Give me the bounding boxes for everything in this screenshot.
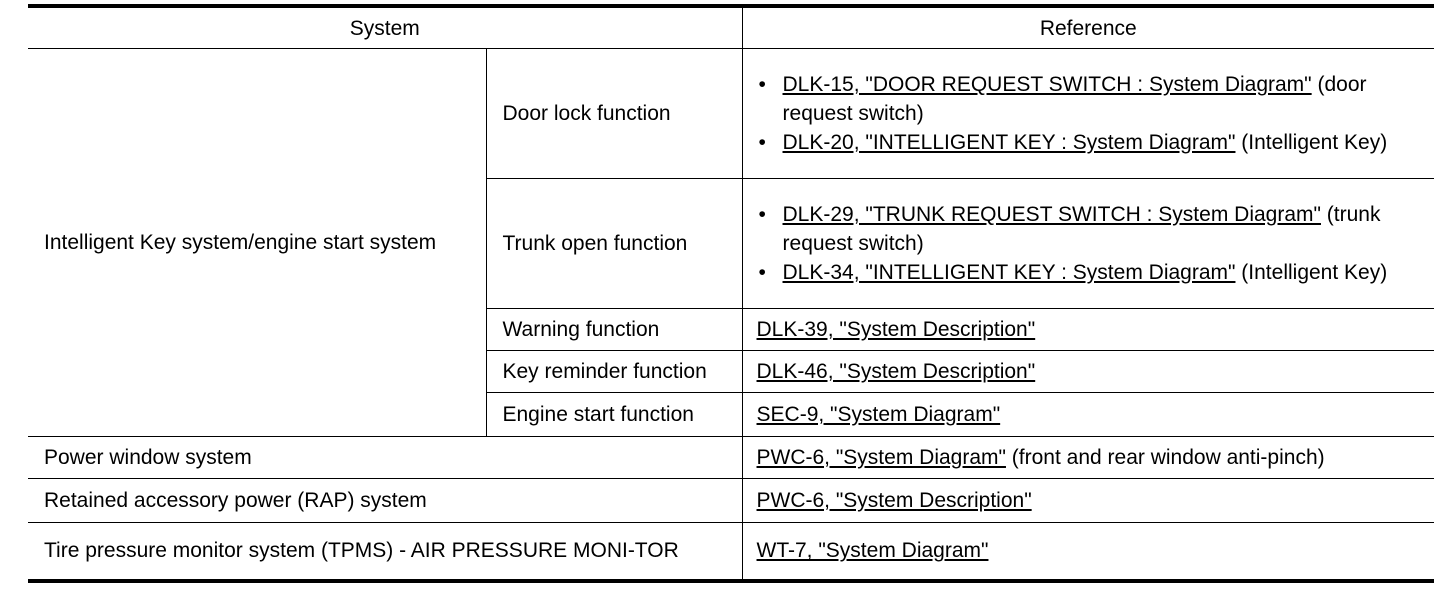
header-reference: Reference: [742, 6, 1435, 49]
ref-link-dlk-20[interactable]: DLK-20, "INTELLIGENT KEY : System Diagra…: [782, 131, 1236, 154]
table-row: Retained accessory power (RAP) system PW…: [28, 478, 1435, 523]
reference-cell: PWC-6, "System Description": [742, 479, 1434, 523]
ref-link-dlk-15[interactable]: DLK-15, "DOOR REQUEST SWITCH : System Di…: [782, 73, 1312, 96]
ref-note: (front and rear window anti-pinch): [1005, 446, 1325, 469]
function-cell-warning: Warning function: [485, 308, 743, 351]
table-row: Trunk open function DLK-29, "TRUNK REQUE…: [28, 178, 1435, 309]
list-item: DLK-29, "TRUNK REQUEST SWITCH : System D…: [757, 200, 1435, 258]
reference-cell: PWC-6, "System Diagram" (front and rear …: [742, 437, 1434, 479]
ref-link-pwc-6-diagram[interactable]: PWC-6, "System Diagram": [756, 446, 1006, 469]
table-row: Engine start function SEC-9, "System Dia…: [28, 392, 1435, 437]
ref-note: (Intelligent Key): [1235, 131, 1388, 154]
reference-cell: DLK-29, "TRUNK REQUEST SWITCH : System D…: [742, 179, 1434, 309]
header-system: System: [28, 6, 743, 49]
reference-cell: DLK-39, "System Description": [742, 309, 1434, 351]
header-row: System Reference: [28, 6, 1435, 49]
ref-link-dlk-34[interactable]: DLK-34, "INTELLIGENT KEY : System Diagra…: [782, 261, 1236, 284]
table-row: Tire pressure monitor system (TPMS) - AI…: [28, 522, 1435, 581]
list-item: DLK-20, "INTELLIGENT KEY : System Diagra…: [757, 128, 1435, 157]
system-cell-tpms: Tire pressure monitor system (TPMS) - AI…: [28, 522, 743, 581]
table-row: Power window system PWC-6, "System Diagr…: [28, 436, 1435, 479]
function-cell-key-reminder: Key reminder function: [485, 350, 743, 393]
ref-link-dlk-39[interactable]: DLK-39, "System Description": [756, 318, 1036, 341]
reference-cell: SEC-9, "System Diagram": [742, 393, 1434, 437]
ref-link-dlk-29[interactable]: DLK-29, "TRUNK REQUEST SWITCH : System D…: [782, 203, 1321, 226]
reference-cell: DLK-15, "DOOR REQUEST SWITCH : System Di…: [742, 49, 1434, 179]
reference-cell: DLK-46, "System Description": [742, 351, 1434, 393]
system-cell-intelligent-key: Intelligent Key system/engine start syst…: [28, 48, 486, 437]
reference-cell: WT-7, "System Diagram": [742, 523, 1434, 581]
function-cell-engine-start: Engine start function: [485, 392, 743, 437]
reference-list: DLK-15, "DOOR REQUEST SWITCH : System Di…: [757, 70, 1435, 157]
reference-list: DLK-29, "TRUNK REQUEST SWITCH : System D…: [757, 200, 1435, 287]
ref-note: (trunk request switch): [782, 203, 1381, 255]
ref-link-sec-9[interactable]: SEC-9, "System Diagram": [756, 403, 1001, 426]
system-cell-rap: Retained accessory power (RAP) system: [28, 478, 743, 523]
ref-link-pwc-6-description[interactable]: PWC-6, "System Description": [756, 489, 1032, 512]
table-row: Key reminder function DLK-46, "System De…: [28, 350, 1435, 393]
function-cell-trunk-open: Trunk open function: [485, 178, 743, 309]
tpms-label: Tire pressure monitor system (TPMS) - AI…: [44, 539, 679, 563]
list-item: DLK-34, "INTELLIGENT KEY : System Diagra…: [757, 258, 1435, 287]
table-row: Warning function DLK-39, "System Descrip…: [28, 308, 1435, 351]
ref-link-wt-7[interactable]: WT-7, "System Diagram": [756, 539, 989, 563]
table-row: Intelligent Key system/engine start syst…: [28, 48, 1435, 437]
function-cell-door-lock: Door lock function: [485, 48, 743, 179]
list-item: DLK-15, "DOOR REQUEST SWITCH : System Di…: [757, 70, 1435, 128]
system-cell-power-window: Power window system: [28, 436, 743, 479]
system-reference-table: System Reference Intelligent Key system/…: [28, 4, 1435, 583]
ref-link-dlk-46[interactable]: DLK-46, "System Description": [756, 360, 1036, 383]
ref-note: (Intelligent Key): [1235, 261, 1388, 284]
ref-note: (door request switch): [782, 73, 1367, 125]
